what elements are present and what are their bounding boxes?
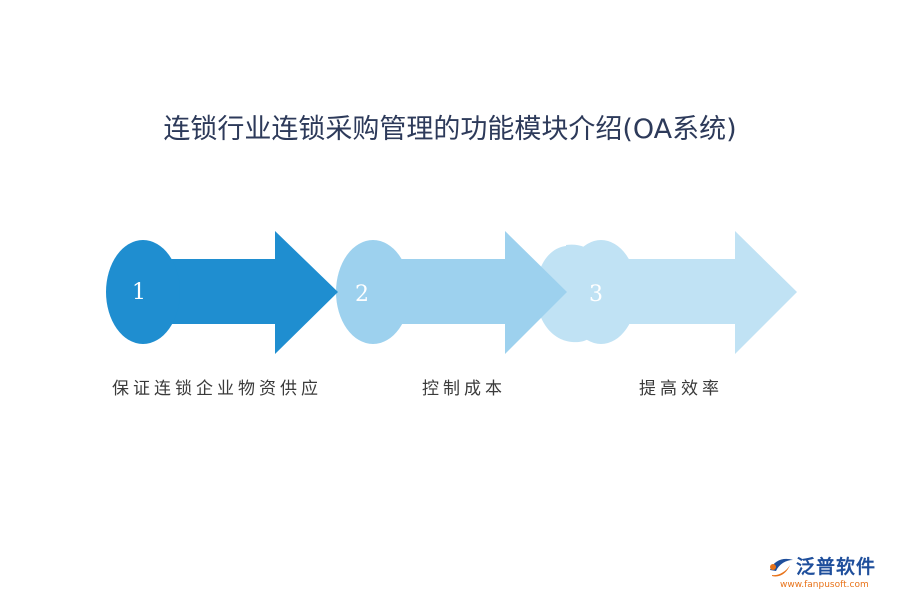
step-3-circle — [565, 240, 637, 344]
step-2-arrow-body — [370, 231, 567, 354]
step-3-number: 3 — [589, 282, 603, 307]
brand-url: www.fanpusoft.com — [780, 580, 869, 590]
step-3-arrow-body — [600, 231, 797, 354]
page-title: 连锁行业连锁采购管理的功能模块介绍(OA系统) — [163, 114, 737, 145]
step-1-number: 1 — [132, 280, 146, 305]
step-2-label: 控制成本 — [422, 379, 506, 399]
brand-name: 泛普软件 — [796, 556, 877, 578]
step-1-arrow: 1 — [106, 231, 338, 354]
step-1-arrow-body — [140, 231, 338, 354]
step-2-circle — [336, 240, 410, 344]
brand-logo: 泛普软件 www.fanpusoft.com — [766, 552, 894, 596]
brand-logo-icon — [770, 558, 793, 577]
step-2-number: 2 — [355, 282, 369, 307]
step-1-label: 保证连锁企业物资供应 — [112, 379, 322, 399]
step-3-label: 提高效率 — [639, 379, 723, 399]
step-3-arrow: 3 — [536, 231, 797, 354]
step-2-arrow: 2 — [336, 231, 567, 354]
step-1-circle — [106, 240, 180, 344]
